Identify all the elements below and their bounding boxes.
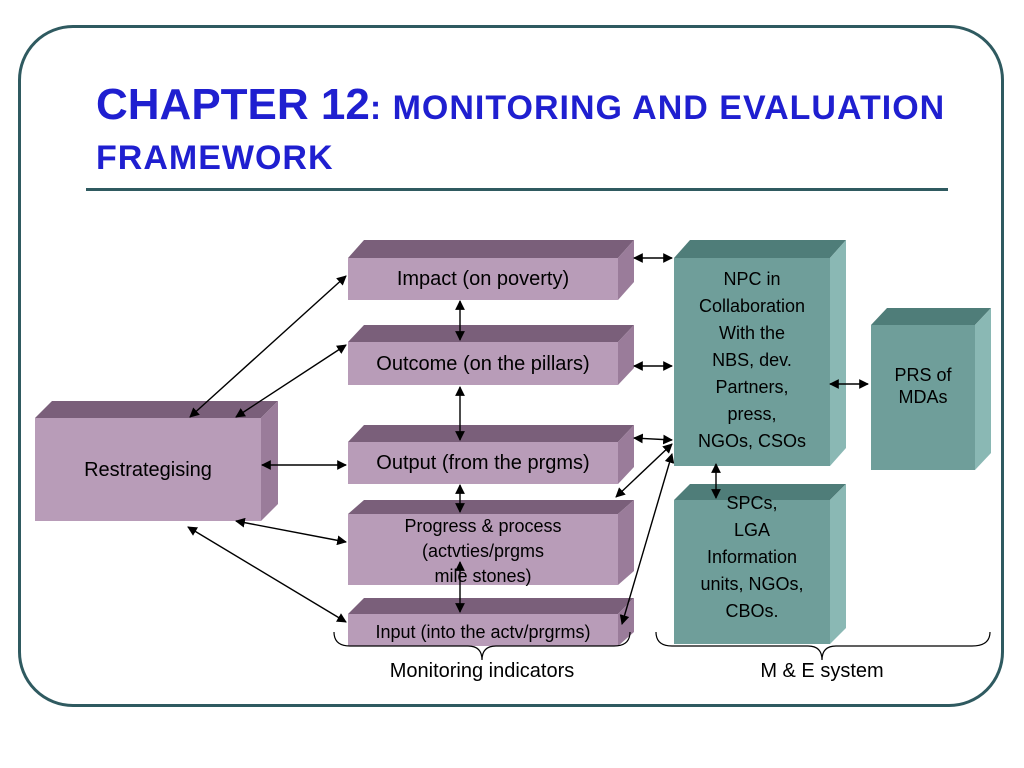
connector-arrows <box>187 253 869 625</box>
label-spcs: SPCs, LGA Information units, NGOs, CBOs. <box>700 493 804 621</box>
label-monitoring-indicators: Monitoring indicators <box>389 660 575 682</box>
arrow-restrat-input <box>187 526 347 623</box>
arrow-restrat-progress <box>235 517 347 546</box>
box-npc <box>674 240 846 466</box>
label-restrategising: Restrategising <box>84 459 212 481</box>
label-impact: Impact (on poverty) <box>396 268 570 290</box>
label-npc: NPC in Collaboration With the NBS, dev. … <box>697 269 806 451</box>
arrow-restrat-outcome <box>235 344 347 418</box>
label-progress: Progress & process (actvties/prgms mile … <box>404 516 562 586</box>
title-main: CHAPTER 12 <box>96 80 370 129</box>
label-prs: PRS of MDAs <box>894 365 952 407</box>
label-output: Output (from the prgms) <box>376 452 590 474</box>
label-input: Input (into the actv/prgrms) <box>375 622 591 642</box>
slide-title: CHAPTER 12: MONITORING AND EVALUATION FR… <box>96 80 956 183</box>
box-output <box>348 425 634 484</box>
box-outcome <box>348 325 634 385</box>
box-progress <box>348 500 634 585</box>
box-restrategising <box>35 401 278 521</box>
title-rest: : MONITORING AND EVALUATION FRAMEWORK <box>96 89 946 177</box>
arrow-output-npc <box>633 433 673 445</box>
title-underline <box>86 188 948 191</box>
box-prs <box>871 308 991 470</box>
label-outcome: Outcome (on the pillars) <box>376 353 590 375</box>
brace-monitoring <box>333 631 631 661</box>
brace-me-system <box>655 631 991 661</box>
box-impact <box>348 240 634 300</box>
slide-frame <box>18 25 1004 707</box>
label-me-system: M & E system <box>760 660 884 682</box>
arrow-input-npc <box>619 453 675 625</box>
